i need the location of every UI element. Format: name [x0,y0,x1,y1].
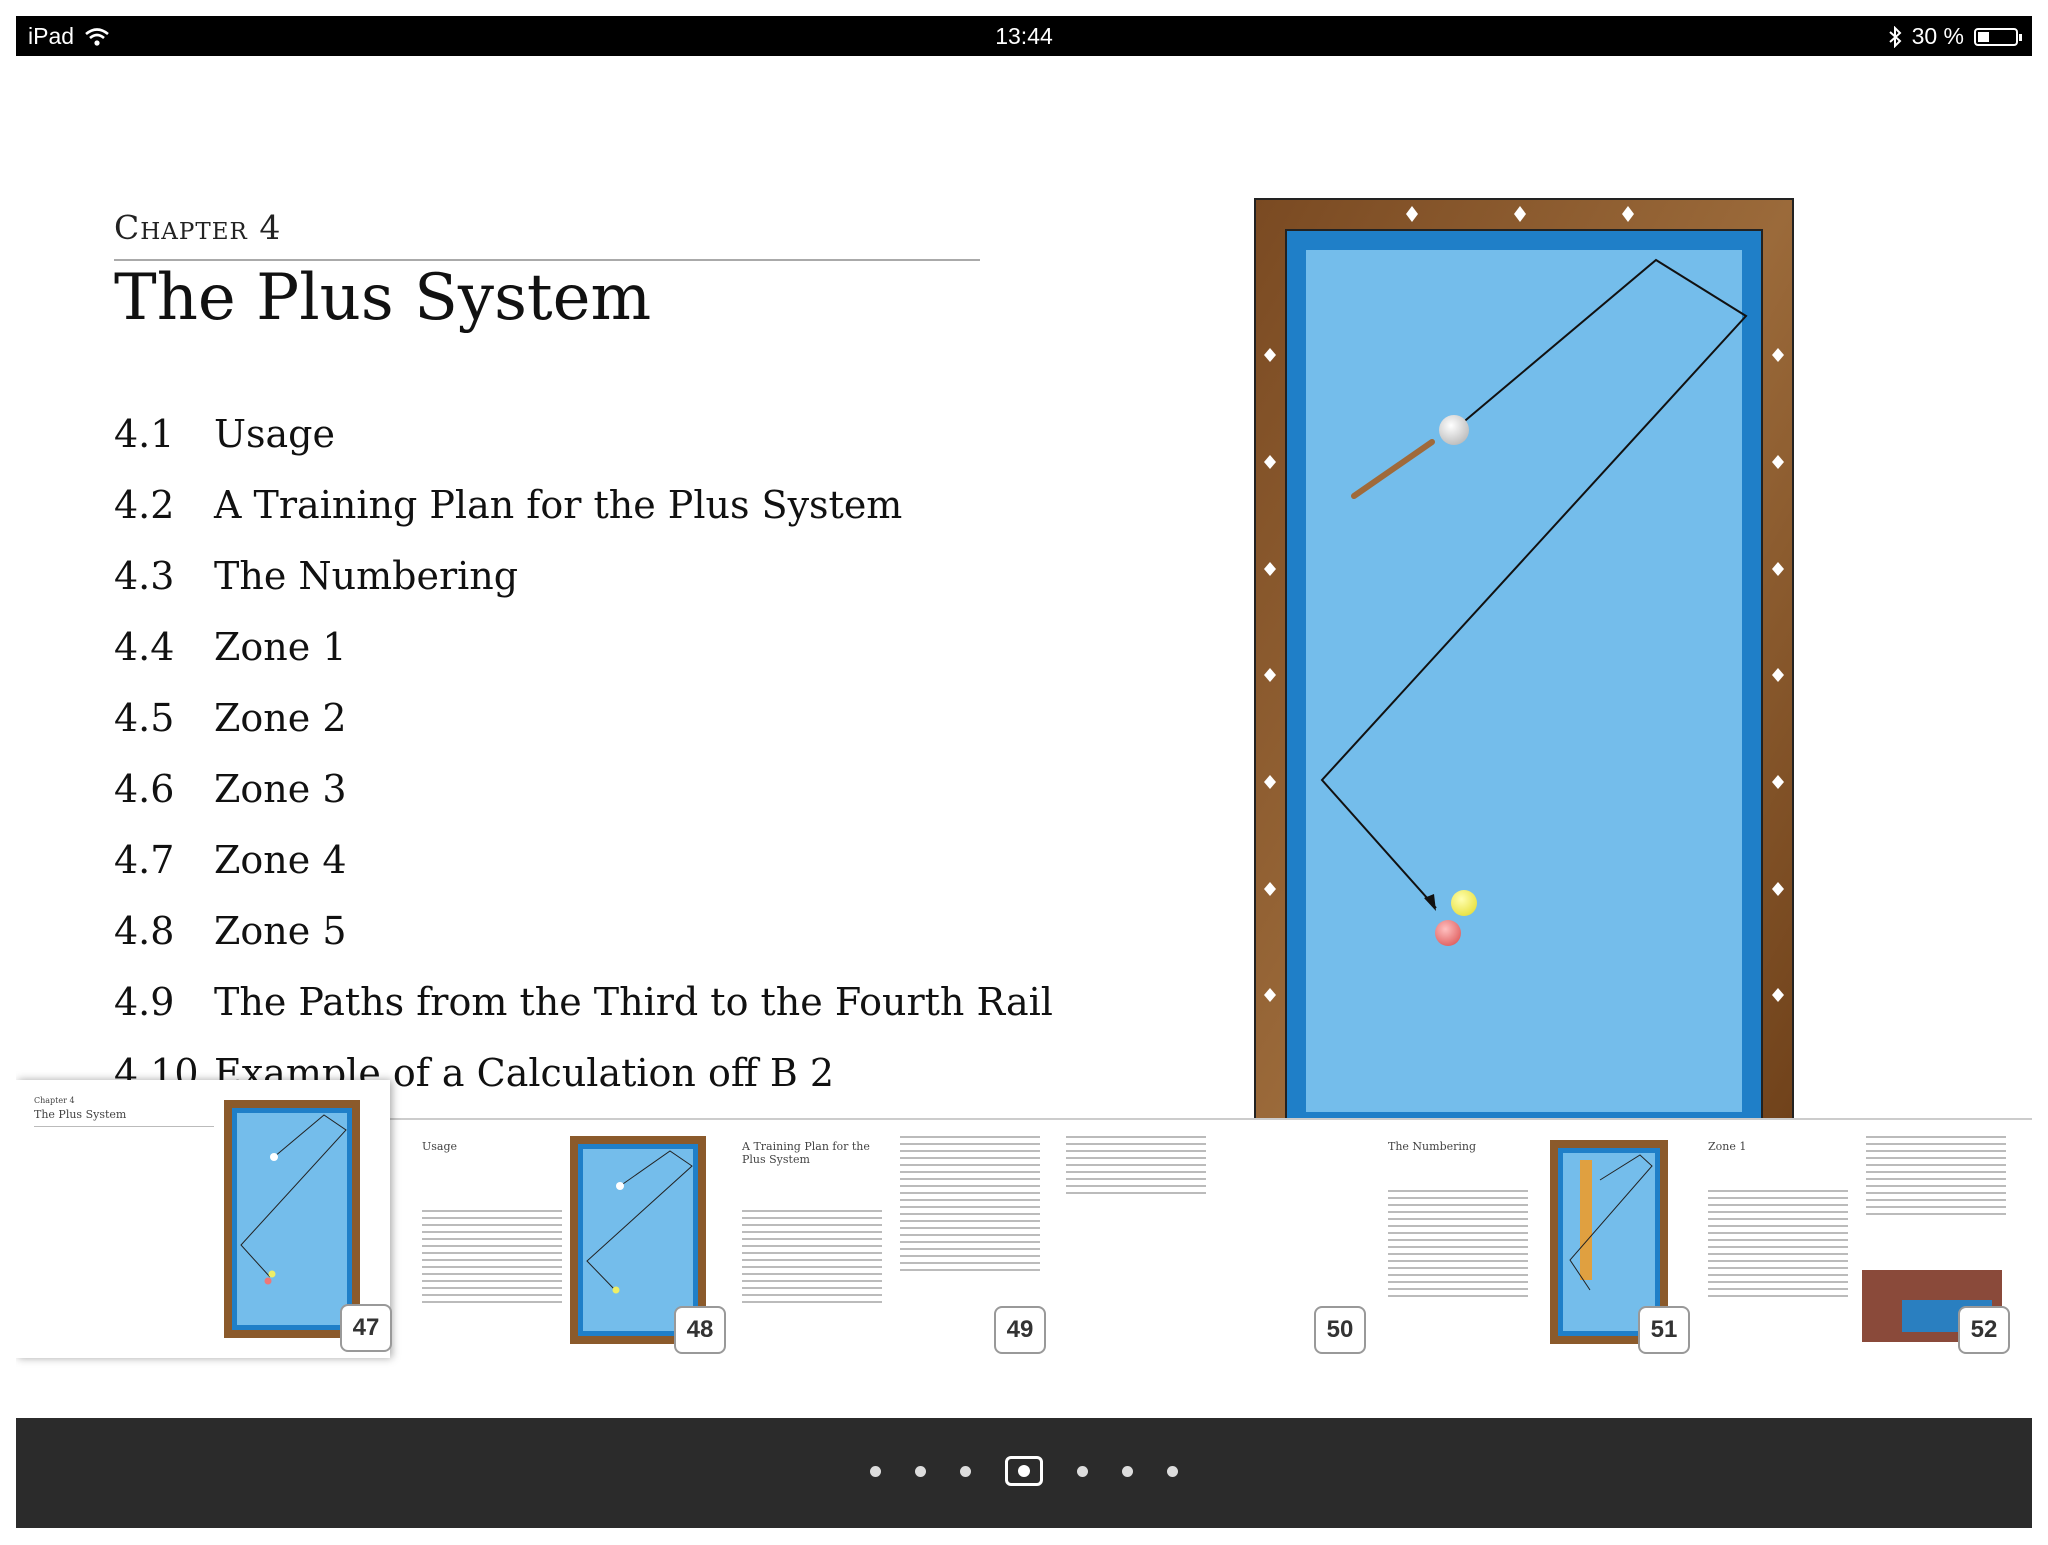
thumbnail-page-50[interactable] [1056,1120,1216,1350]
device-name: iPad [28,23,75,49]
chapter-title: The Plus System [114,261,652,335]
page-dot[interactable] [1167,1465,1178,1477]
status-bar: iPad 13:44 30 % [16,16,2032,56]
page-number-badge: 51 [1638,1306,1690,1354]
battery-percent: 30 % [1911,23,1964,49]
bluetooth-icon [1888,25,1902,48]
page-number-badge: 48 [674,1306,726,1354]
ball-path [1320,258,1748,909]
page-dot[interactable] [915,1465,926,1477]
cue-stick [1351,439,1435,499]
white-ball [1439,415,1469,445]
yellow-ball [1451,890,1477,916]
page-dot[interactable] [1077,1465,1088,1477]
chapter-label: Chapter 4 [114,208,282,247]
status-time: 13:44 [995,23,1053,49]
red-ball [1435,920,1461,946]
thumbnail-page-52[interactable]: Zone 1 [1696,1120,1856,1350]
page-number-badge: 47 [340,1304,392,1352]
thumbnail-page-48[interactable]: Usage [410,1120,570,1350]
thumbnail-page-49[interactable]: A Training Plan for the Plus System [730,1120,890,1350]
battery-icon [1974,27,2022,46]
page-number-badge: 52 [1958,1306,2010,1354]
thumbnail-page-49b[interactable] [890,1120,1050,1350]
wifi-icon [85,27,109,46]
billiard-table-illustration [1254,198,1794,1164]
page-thumbnail-strip[interactable]: Chapter 4 The Plus System 47 Usage [16,1080,2032,1360]
page-number-badge: 49 [994,1306,1046,1354]
status-right: 30 % [1888,23,2022,50]
status-left: iPad [28,23,110,50]
page-dots[interactable] [16,1456,2032,1486]
page-navigation-bar [16,1418,2032,1528]
page-number-badge: 50 [1314,1306,1366,1354]
thumb-table-icon [224,1100,360,1338]
thumbnail-page-50b[interactable]: The Numbering [1376,1120,1536,1350]
page-dot[interactable] [1122,1465,1133,1477]
page-dot[interactable] [870,1465,881,1477]
ibooks-window: iPad 13:44 30 % Chapter 4 The Plus Syste… [16,16,2032,1528]
page-dot-current[interactable] [1005,1456,1043,1486]
thumbnail-page-47[interactable]: Chapter 4 The Plus System 47 [16,1080,392,1358]
page-dot[interactable] [960,1465,971,1477]
title-rule [114,259,980,261]
thumb-table-icon [1550,1140,1668,1344]
